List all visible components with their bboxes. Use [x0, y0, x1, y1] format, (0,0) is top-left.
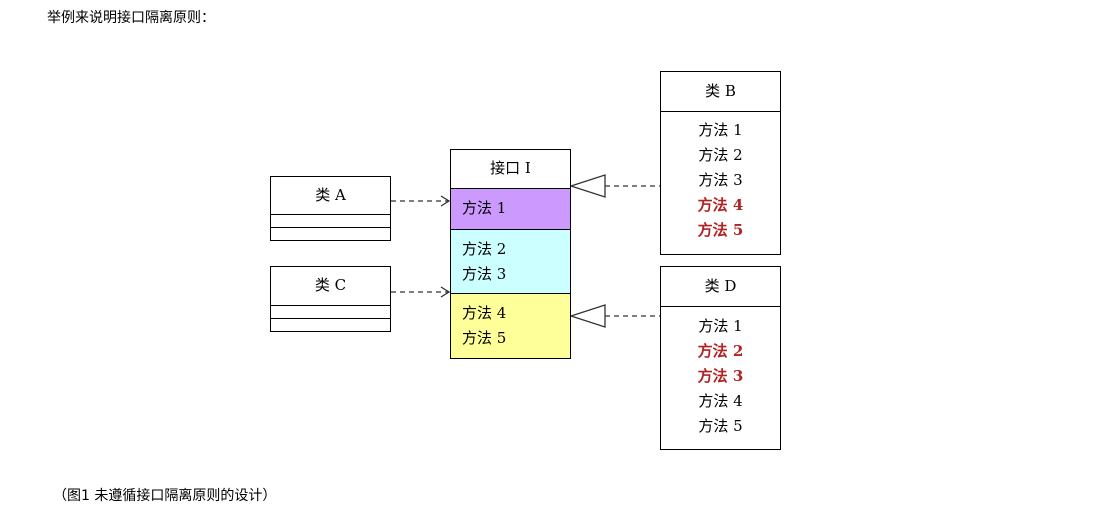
dependency-c-arrowhead	[440, 286, 451, 298]
interface-method: 方法 4	[462, 304, 507, 322]
class-c-name: 类 C	[271, 267, 390, 306]
interface-group-3: 方法 4 方法 5	[451, 294, 570, 358]
class-c-box: 类 C	[270, 266, 391, 332]
interface-i-name: 接口 I	[451, 150, 570, 189]
class-a-box: 类 A	[270, 176, 391, 241]
class-b-box: 类 B 方法 1 方法 2 方法 3 方法 4 方法 5	[660, 71, 781, 255]
class-b-method-2: 方法 2	[698, 146, 743, 164]
class-b-method-4-unused: 方法 4	[697, 196, 744, 214]
class-d-method-4: 方法 4	[698, 392, 743, 410]
interface-method: 方法 3	[462, 265, 507, 283]
class-d-method-2-unused: 方法 2	[697, 342, 744, 360]
class-a-attributes	[271, 215, 390, 228]
realization-b-triangle	[568, 174, 606, 198]
interface-i-box: 接口 I 方法 1 方法 2 方法 3 方法 4 方法 5	[450, 149, 571, 359]
class-b-method-5-unused: 方法 5	[697, 221, 744, 239]
class-b-method-3: 方法 3	[698, 171, 743, 189]
figure-caption: （图1 未遵循接口隔离原则的设计）	[53, 488, 277, 504]
class-c-attributes	[271, 306, 390, 319]
dependency-a-arrowhead	[440, 195, 451, 207]
class-d-name: 类 D	[661, 267, 780, 307]
class-b-method-1: 方法 1	[698, 121, 743, 139]
interface-method: 方法 5	[462, 329, 507, 347]
class-d-box: 类 D 方法 1 方法 2 方法 3 方法 4 方法 5	[660, 266, 781, 450]
interface-method: 方法 1	[462, 199, 507, 217]
interface-group-1: 方法 1	[451, 189, 570, 230]
realization-d-triangle	[568, 304, 606, 328]
class-d-method-5: 方法 5	[698, 417, 743, 435]
class-d-methods: 方法 1 方法 2 方法 3 方法 4 方法 5	[661, 314, 780, 439]
class-a-name: 类 A	[271, 177, 390, 215]
intro-text: 举例来说明接口隔离原则：	[47, 10, 215, 26]
class-b-name: 类 B	[661, 72, 780, 112]
class-d-method-1: 方法 1	[698, 317, 743, 335]
class-d-method-3-unused: 方法 3	[697, 367, 744, 385]
interface-group-2: 方法 2 方法 3	[451, 230, 570, 294]
interface-method: 方法 2	[462, 240, 507, 258]
class-b-methods: 方法 1 方法 2 方法 3 方法 4 方法 5	[661, 118, 780, 243]
